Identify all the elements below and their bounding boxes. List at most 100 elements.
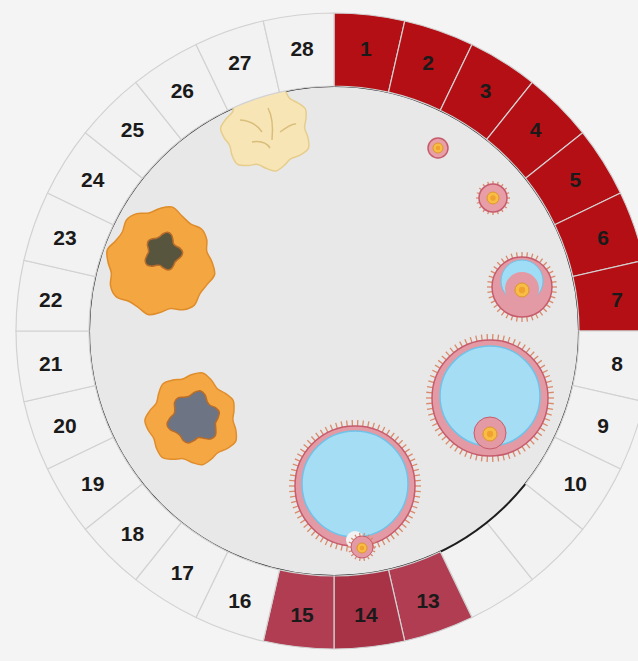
- granulosa-stroke: [410, 511, 415, 513]
- granulosa-stroke: [530, 352, 534, 356]
- granulosa-stroke: [492, 456, 494, 462]
- granulosa-stroke: [352, 420, 354, 426]
- granulosa-stroke: [291, 501, 297, 503]
- granulosa-stroke: [438, 360, 443, 364]
- day-segment: 14: [332, 567, 407, 651]
- granulosa-stroke: [551, 276, 556, 278]
- day-number: 17: [171, 562, 194, 583]
- granulosa-stroke: [377, 425, 379, 431]
- primary-follicle: [428, 138, 448, 158]
- antral-follicle: [432, 340, 548, 456]
- granulosa-stroke: [391, 534, 395, 539]
- corpus-luteum: [145, 373, 237, 465]
- granulosa-stroke: [293, 506, 299, 508]
- granulosa-stroke: [503, 336, 504, 342]
- granulosa-stroke: [531, 254, 533, 259]
- granulosa-stroke: [548, 397, 554, 398]
- granulosa-stroke: [311, 436, 315, 441]
- segment-shape: [570, 258, 638, 333]
- granulosa-stroke: [547, 387, 553, 388]
- granulosa-stroke: [427, 387, 433, 388]
- granulosa-stroke: [414, 496, 420, 497]
- granulosa-stroke: [513, 451, 515, 457]
- day-number: 2: [422, 51, 434, 72]
- granulosa-stroke: [405, 520, 410, 523]
- granulosa-stroke: [402, 445, 407, 449]
- albicans-fold: [280, 124, 296, 132]
- granulosa-stroke: [386, 537, 389, 542]
- day-segment: 28: [261, 11, 336, 95]
- granulosa-stroke: [295, 511, 300, 513]
- early-antral-follicle: [492, 257, 552, 317]
- albicans-fold: [268, 108, 273, 140]
- granulosa-stroke: [450, 348, 454, 353]
- granulosa-stroke: [442, 356, 447, 360]
- day-number: 25: [121, 119, 144, 140]
- granulosa-stroke: [407, 454, 412, 457]
- granulosa-stroke: [398, 440, 402, 444]
- granulosa-stroke: [325, 540, 328, 545]
- granulosa-stroke: [325, 427, 328, 432]
- granulosa-stroke: [413, 501, 419, 503]
- released-cumulus: [351, 536, 373, 558]
- granulosa-stroke: [476, 455, 477, 461]
- day-number: 19: [81, 472, 104, 493]
- granulosa-stroke: [291, 469, 297, 471]
- granulosa-stroke: [373, 423, 375, 429]
- oocyte-nucleus: [487, 431, 493, 437]
- granulosa-stroke: [481, 455, 483, 461]
- granulosa-stroke: [526, 443, 530, 448]
- granulosa-stroke: [486, 456, 488, 462]
- granulosa-stroke: [511, 316, 513, 321]
- segment-fill: [526, 437, 621, 529]
- granulosa-stroke: [289, 480, 295, 482]
- granulosa-stroke: [289, 485, 295, 486]
- granulosa-stroke: [455, 446, 458, 451]
- granulosa-stroke: [307, 440, 311, 444]
- granulosa-stroke: [427, 408, 433, 409]
- corpus-luteum-mature: [107, 207, 215, 315]
- granulosa-stroke: [426, 392, 432, 394]
- granulosa-stroke: [497, 455, 499, 461]
- granulosa-stroke: [450, 443, 454, 448]
- granulosa-stroke: [446, 440, 450, 444]
- day-number: 22: [39, 289, 62, 310]
- granulosa-stroke: [470, 453, 472, 459]
- granulosa-stroke: [492, 334, 494, 340]
- day-number: 18: [121, 522, 144, 543]
- granulosa-stroke: [513, 339, 515, 345]
- granulosa-stroke: [307, 528, 311, 532]
- granulosa-stroke: [534, 436, 539, 440]
- granulosa-stroke: [460, 449, 463, 454]
- mature-follicle: [295, 426, 415, 546]
- granulosa-stroke: [330, 542, 332, 548]
- granulosa-stroke: [398, 528, 402, 532]
- granulosa-stroke: [432, 370, 437, 373]
- granulosa-stroke: [489, 276, 494, 278]
- granulosa-stroke: [357, 420, 359, 426]
- granulosa-stroke: [391, 433, 395, 438]
- antrum-fluid: [302, 431, 408, 537]
- granulosa-stroke: [293, 464, 299, 466]
- oocyte: [433, 143, 443, 153]
- granulosa-stroke: [540, 428, 545, 431]
- granulosa-stroke: [531, 316, 533, 321]
- granulosa-stroke: [465, 451, 467, 457]
- day-number: 27: [228, 51, 251, 72]
- granulosa-stroke: [489, 296, 494, 298]
- day-number: 26: [171, 79, 194, 100]
- day-segment: 7: [570, 258, 638, 333]
- day-number: 20: [53, 415, 76, 436]
- granulosa-stroke: [435, 365, 440, 368]
- day-number: 28: [290, 37, 313, 58]
- day-number: 21: [39, 352, 62, 373]
- granulosa-stroke: [412, 506, 418, 508]
- granulosa-stroke: [290, 496, 296, 497]
- ovary-disc: [89, 86, 579, 576]
- granulosa-stroke: [346, 421, 348, 427]
- granulosa-stroke: [430, 376, 436, 378]
- granulosa-stroke: [415, 480, 421, 482]
- granulosa-stroke: [304, 524, 309, 528]
- granulosa-stroke: [530, 440, 534, 444]
